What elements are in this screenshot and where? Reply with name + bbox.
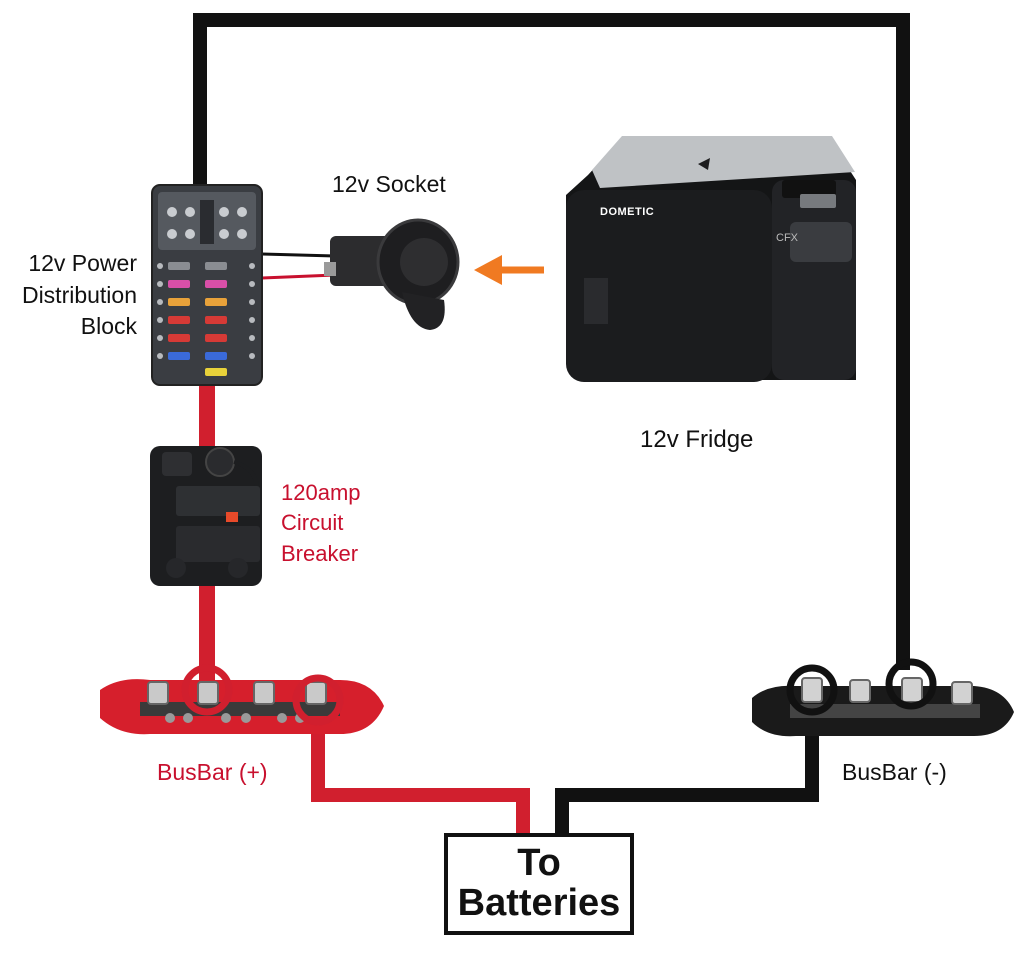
fridge-model: CFX <box>776 232 798 244</box>
positive-wire-busbar-to-battery <box>311 690 530 836</box>
highlight-ring <box>786 664 838 716</box>
highlight-ring <box>292 674 344 726</box>
circuit-breaker-label: 120amp Circuit Breaker <box>281 480 361 566</box>
busbar-icon <box>100 664 384 735</box>
batteries-label: To Batteries <box>457 842 621 924</box>
highlight-ring <box>885 658 937 710</box>
fuse-block-icon <box>151 184 263 386</box>
fridge-brand: DOMETIC <box>600 206 655 218</box>
socket-wire-negative <box>261 252 336 258</box>
socket-wire-positive <box>261 273 336 280</box>
busbar-negative-label: BusBar (-) <box>842 759 947 785</box>
arrow-left-icon <box>474 255 544 285</box>
highlight-ring <box>181 664 233 716</box>
negative-wire <box>193 13 910 670</box>
busbar-icon <box>752 658 1014 737</box>
busbar-positive-label: BusBar (+) <box>157 759 268 785</box>
batteries-box: To Batteries <box>444 833 634 935</box>
socket-label: 12v Socket <box>332 171 446 197</box>
power-distribution-block-label: 12v Power Distribution Block <box>21 250 137 340</box>
socket-icon <box>324 218 460 330</box>
fridge-icon <box>566 136 856 382</box>
negative-wire-to-battery <box>555 690 819 836</box>
circuit-breaker-icon <box>150 446 262 586</box>
fridge-label: 12v Fridge <box>640 426 754 453</box>
